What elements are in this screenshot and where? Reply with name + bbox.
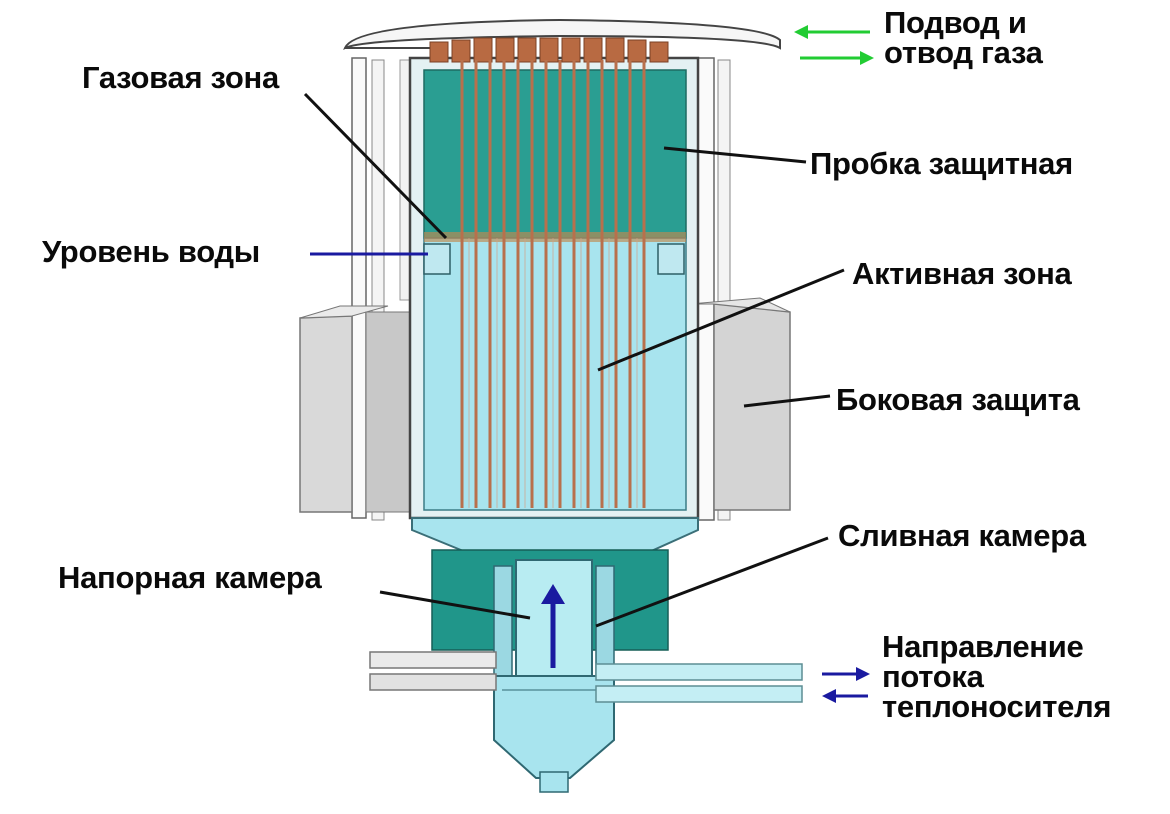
reactor-lid (343, 18, 781, 51)
label-gas-inlet-outlet: Подвод и отвод газа (884, 5, 1043, 70)
blue-in-out-arrows-icon (822, 667, 870, 703)
label-pressure-chamber: Напорная камера (58, 560, 322, 595)
green-in-out-arrows-icon (794, 25, 874, 65)
label-coolant-flow-direction: Направление потока теплоносителя (882, 629, 1112, 724)
rod-top-caps (429, 37, 669, 63)
leader-lines (303, 92, 845, 628)
protective-plug (423, 69, 687, 239)
label-water-level: Уровень воды (42, 234, 260, 269)
side-shield-blocks (299, 297, 791, 513)
label-active-zone: Активная зона (852, 256, 1072, 291)
label-side-shield: Боковая защита (836, 382, 1080, 417)
label-gas-zone: Газовая зона (82, 60, 279, 95)
upward-flow-arrow-icon (541, 584, 565, 668)
label-drain-chamber: Сливная камера (838, 518, 1086, 553)
active-zone-area (423, 237, 687, 511)
left-water-level-box (423, 243, 451, 275)
label-protective-plug: Пробка защитная (810, 146, 1073, 181)
fuel-rods (460, 60, 646, 508)
right-water-level-box (657, 243, 685, 275)
coolant-pipes (369, 651, 803, 703)
